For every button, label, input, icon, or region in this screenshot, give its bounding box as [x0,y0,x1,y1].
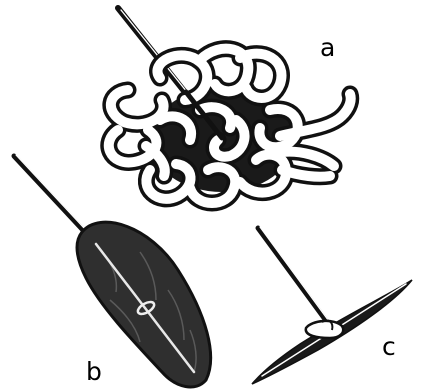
label-c: c [382,332,396,361]
label-a: a [320,33,335,62]
panel-c-needle [258,228,330,326]
panel-c-tie [306,320,343,338]
panel-a-worm-tangle [109,8,351,203]
panel-a-worm-loops [109,49,351,203]
panel-c-needle-highlight [260,227,331,324]
label-b: b [86,357,102,386]
